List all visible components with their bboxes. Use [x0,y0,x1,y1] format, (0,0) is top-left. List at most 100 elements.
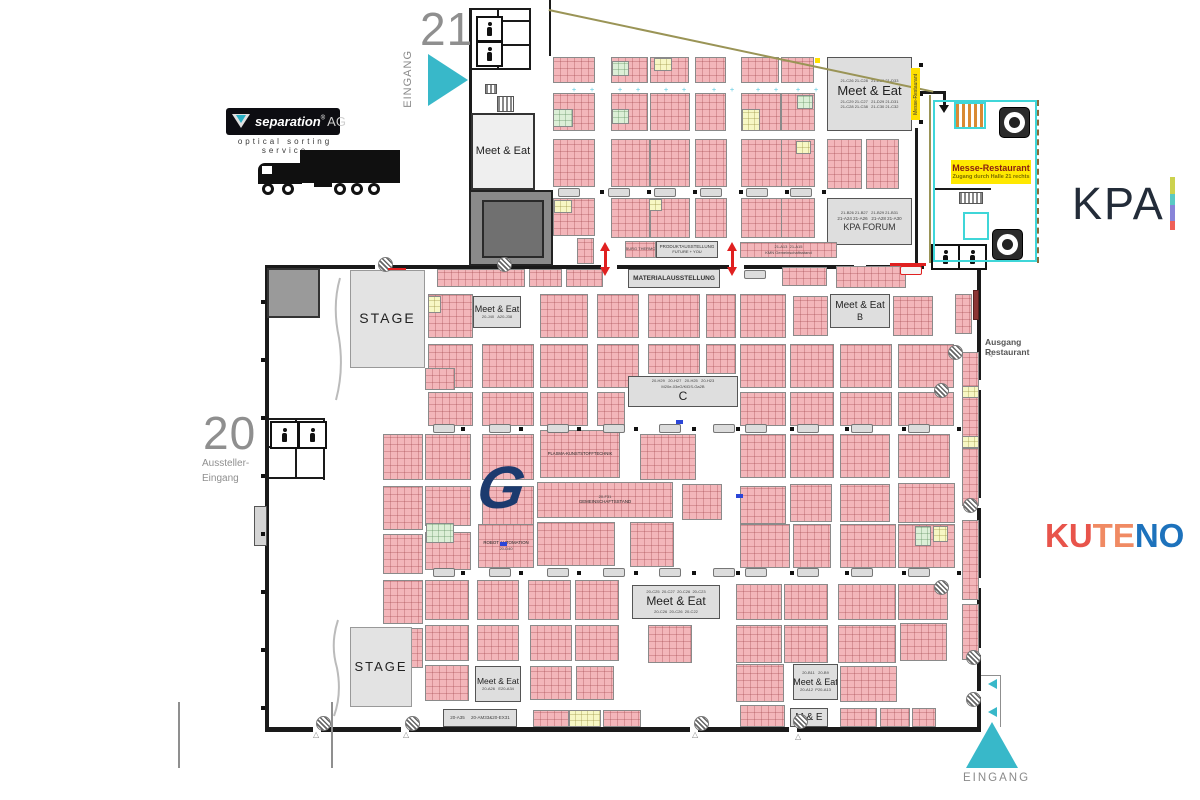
booth-block[interactable] [540,344,588,388]
booth-block[interactable] [784,625,828,663]
booth-block[interactable] [577,238,594,264]
booth-cell[interactable] [915,526,931,546]
booth-block[interactable] [528,580,571,620]
booth-block[interactable] [530,666,572,700]
booth-block[interactable] [383,580,423,624]
booth-block[interactable] [482,486,534,526]
booth-block[interactable] [428,392,473,426]
booth-block[interactable] [838,584,896,620]
booth-cell[interactable] [612,109,629,124]
booth-cell[interactable] [742,109,760,131]
booth-block[interactable] [482,344,534,388]
booth-block[interactable] [740,344,786,388]
material-exhibition[interactable]: MATERIALAUSSTELLUNG [628,269,720,288]
booth-block[interactable] [383,534,423,574]
booth-cell[interactable] [962,386,979,398]
booth-block[interactable] [576,666,614,700]
booth-block[interactable] [955,294,972,334]
booth-block[interactable] [695,198,727,238]
booth-block[interactable] [566,269,603,287]
booth-block[interactable] [793,524,831,568]
booth-block[interactable] [648,294,700,338]
booth-block[interactable] [784,584,828,620]
booth-block[interactable] [428,294,473,338]
booth-block[interactable] [575,580,619,620]
booth-block[interactable] [866,139,899,189]
booth-block[interactable] [840,344,892,388]
booth-block[interactable] [962,448,979,506]
booth-block[interactable] [782,267,827,286]
booth-block[interactable] [827,139,862,189]
booth-block[interactable] [840,524,896,568]
booth-block[interactable] [790,434,834,478]
booth-block[interactable] [533,710,569,727]
booth-block[interactable] [540,392,588,426]
booth-cell[interactable] [569,710,601,727]
booth-block[interactable] [437,269,525,287]
booth-burg-thermo[interactable]: BURG THERMO [625,241,656,258]
booth-block[interactable] [790,392,834,426]
booth-block[interactable] [736,584,782,620]
booth-cell[interactable] [962,436,979,448]
booth-block[interactable] [912,708,936,727]
booth-block[interactable] [736,664,784,702]
booth-block[interactable] [962,520,979,600]
booth-block[interactable] [383,434,423,480]
booth-block[interactable] [840,708,877,727]
booth-block[interactable] [695,139,727,187]
booth-block[interactable] [898,434,950,478]
booth-block[interactable] [383,486,423,530]
booth-block[interactable] [630,522,674,567]
booth-block[interactable] [640,434,696,480]
booth-block[interactable] [898,344,954,388]
booth-block[interactable] [477,580,519,620]
booth-block[interactable] [477,625,519,661]
booth-block[interactable] [537,522,615,566]
booth-cell[interactable] [553,109,573,127]
booth-block[interactable] [648,344,700,374]
booth-block[interactable] [425,665,469,701]
booth-block[interactable] [840,666,897,702]
booth-cell[interactable] [654,58,672,71]
booth-block[interactable] [650,93,690,131]
booth-block[interactable] [740,434,786,478]
booth-block[interactable] [836,266,906,288]
booth-block[interactable] [740,524,790,568]
booth-block[interactable] [838,625,896,663]
booth-block[interactable] [740,705,785,727]
booth-block[interactable] [603,710,641,727]
booth-block[interactable] [529,269,562,287]
booth-block[interactable] [553,139,595,187]
booth-block[interactable] [695,93,726,131]
booth-block[interactable] [706,294,736,338]
booth-cell[interactable] [428,296,441,313]
booth-cell[interactable] [649,199,662,211]
booth-block[interactable] [840,484,890,522]
booth-block[interactable] [597,294,639,338]
booth-cell[interactable] [426,523,454,543]
booth-cell[interactable] [554,200,572,213]
booth-block[interactable] [840,392,892,426]
booth-block[interactable] [706,344,736,374]
booth-block[interactable] [898,483,955,523]
booth-block[interactable] [425,368,455,390]
booth-block[interactable] [530,625,572,661]
booth-cell[interactable] [796,141,811,154]
booth-block[interactable] [540,294,588,338]
booth-block[interactable] [880,708,910,727]
booth-plasma-kunststofftechnik[interactable]: PLASMA-KUNSTSTOFFTECHNIK [540,430,620,478]
booth-block[interactable] [553,57,595,83]
booth-cell[interactable] [933,526,948,542]
booth-block[interactable] [695,57,726,83]
booth-block[interactable] [893,296,933,336]
booth-block[interactable] [611,198,650,238]
booth-block[interactable] [425,625,469,661]
booth-block[interactable] [425,486,471,526]
